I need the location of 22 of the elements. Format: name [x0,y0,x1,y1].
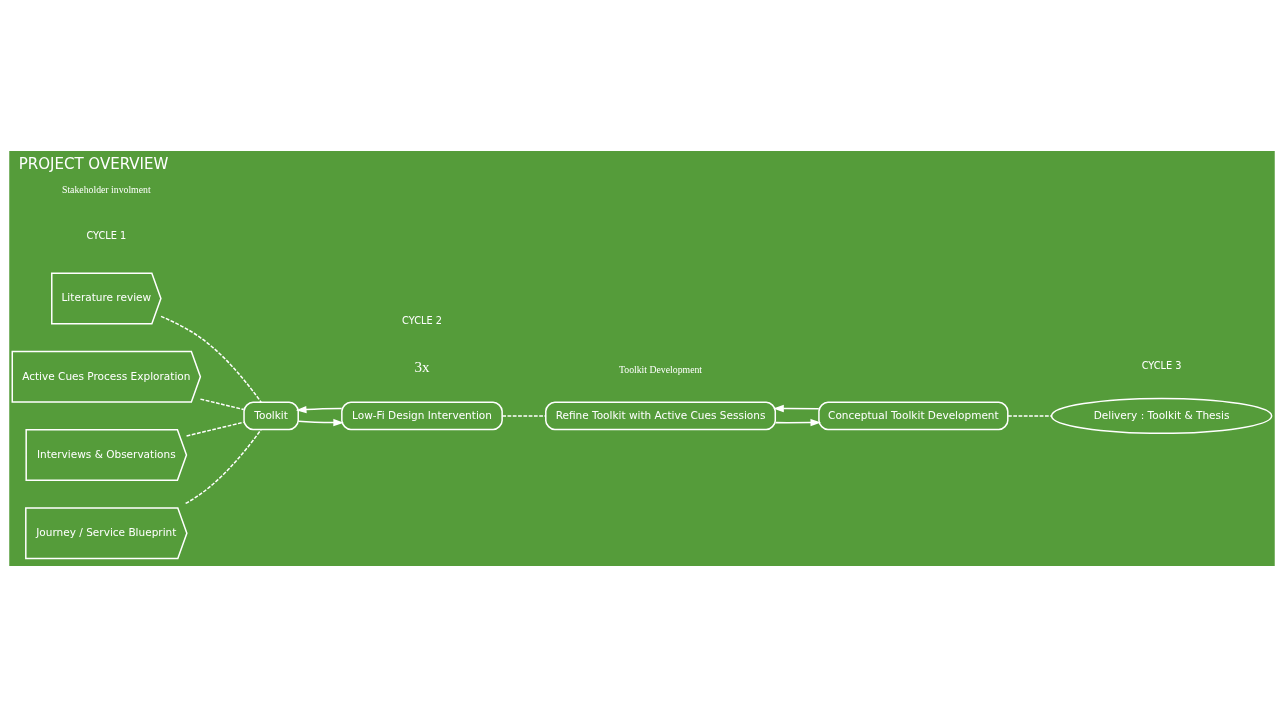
label: CYCLE 3 [1141,359,1182,371]
label: Toolkit Development [618,363,703,375]
diagram-title: PROJECT OVERVIEW [18,155,169,174]
connector [184,428,262,505]
connector [501,415,547,417]
arrow [774,418,822,427]
connector [185,421,245,437]
arrow [773,404,820,413]
arrow [297,418,344,427]
node-box: Low-Fi Design Intervention [341,401,503,431]
label: CYCLE 2 [402,314,442,326]
label: CYCLE 1 [86,229,127,241]
label: 3x [414,359,430,376]
connector [160,315,262,404]
connector [199,398,245,411]
node-box: Refine Toolkit with Active Cues Sessions [545,401,777,431]
node-box: Toolkit [243,401,299,431]
node-ellipse: Delivery : Toolkit & Thesis [1050,397,1273,435]
arrow [295,405,343,414]
label: Stakeholder involment [61,183,151,195]
connector [1007,415,1053,417]
node-box: Conceptual Toolkit Development [818,401,1009,431]
